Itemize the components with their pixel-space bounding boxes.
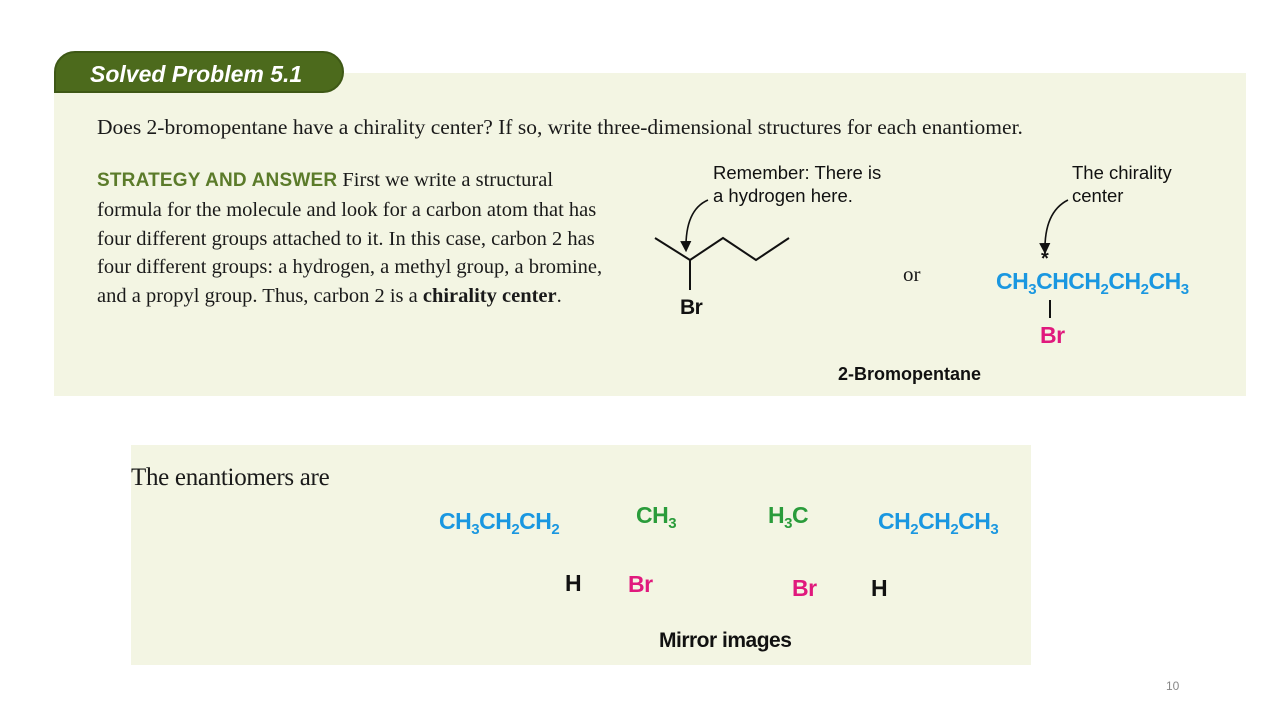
skeletal-chain [654,236,790,262]
mirror-images-label: Mirror images [659,629,792,652]
left-h-label: H [565,570,582,596]
note-chirality-line1: The chirality [1072,162,1172,183]
right-h-label: H [871,575,888,601]
condensed-br-label: Br [1040,322,1065,348]
note-hydrogen: Remember: There is a hydrogen here. [713,161,881,207]
enantiomers-heading: The enantiomers are [131,464,330,491]
left-methyl-group: CH3 [636,502,677,532]
left-br-label: Br [628,571,653,597]
solved-problem-tab: Solved Problem 5.1 [54,51,344,93]
right-propyl-group: CH2CH2CH3 [878,508,999,538]
solved-problem-panel [54,73,1246,396]
skeletal-br-label: Br [680,296,703,319]
strategy-text: First we write a structural formula for … [97,169,603,308]
right-br-label: Br [792,575,817,601]
strategy-end: . [556,285,562,308]
note-hydrogen-line1: Remember: There is [713,162,882,183]
condensed-formula: CH3CHCH2CH2CH3 [996,268,1189,298]
enantiomers-panel [131,445,1031,665]
chirality-star: * [1041,248,1049,270]
note-hydrogen-line2: a hydrogen here. [713,185,853,206]
hydrogen-arrow [680,199,709,253]
page-number: 10 [1166,679,1180,693]
or-text: or [903,262,921,286]
compound-name: 2-Bromopentane [838,364,982,384]
right-methyl-group: H3C [768,502,809,532]
problem-question: Does 2-bromopentane have a chirality cen… [97,115,1023,139]
strategy-heading: STRATEGY AND ANSWER [97,170,338,191]
note-chirality: The chirality center [1072,161,1172,207]
chirality-arrow [1039,199,1069,255]
strategy-bold-term: chirality center [422,285,557,308]
left-propyl-group: CH3CH2CH2 [439,508,560,538]
note-chirality-line2: center [1072,185,1124,206]
strategy-answer-paragraph: STRATEGY AND ANSWER First we write a str… [97,166,617,311]
